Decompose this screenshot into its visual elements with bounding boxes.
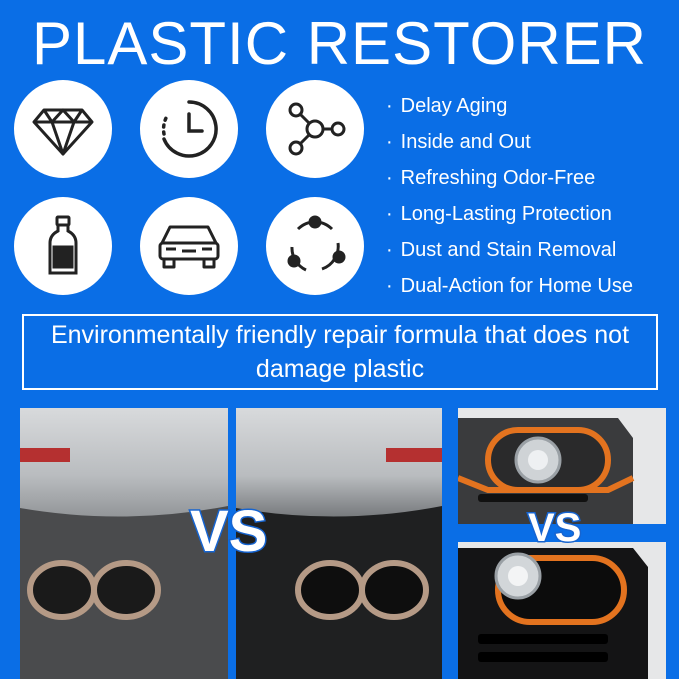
cycle-icon-circle	[266, 197, 364, 295]
vs-label-exhaust: VS	[188, 498, 268, 566]
clock-icon-circle	[140, 80, 238, 178]
vs-label-foglight: VS	[526, 505, 582, 552]
car-icon-circle	[140, 197, 238, 295]
page-title: PLASTIC RESTORER	[31, 10, 648, 77]
bottle-icon-circle	[14, 197, 112, 295]
feature-item: ·Dual-Action for Home Use	[386, 275, 633, 297]
exhaust-after-photo	[236, 408, 442, 679]
cycle-icon	[287, 215, 346, 272]
feature-item: ·Inside and Out	[386, 131, 531, 153]
banner-text: Environmentally friendly repair formula …	[50, 321, 630, 383]
network-icon	[288, 102, 346, 156]
clock-icon	[161, 100, 218, 158]
feature-item: ·Delay Aging	[386, 95, 508, 117]
formula-banner: Environmentally friendly repair formula …	[22, 314, 658, 390]
diamond-icon-circle	[14, 80, 112, 178]
diamond-icon	[32, 108, 94, 156]
foglight-after-photo	[458, 542, 666, 679]
exhaust-before-photo	[20, 408, 228, 679]
bottle-icon	[48, 215, 78, 275]
feature-item: ·Refreshing Odor-Free	[386, 167, 596, 189]
feature-list: ·Delay Aging ·Inside and Out ·Refreshing…	[386, 88, 633, 304]
feature-item: ·Dust and Stain Removal	[386, 239, 617, 261]
car-icon	[158, 225, 220, 269]
network-icon-circle	[266, 80, 364, 178]
foglight-before-photo	[458, 408, 666, 524]
feature-item: ·Long-Lasting Protection	[386, 203, 612, 225]
